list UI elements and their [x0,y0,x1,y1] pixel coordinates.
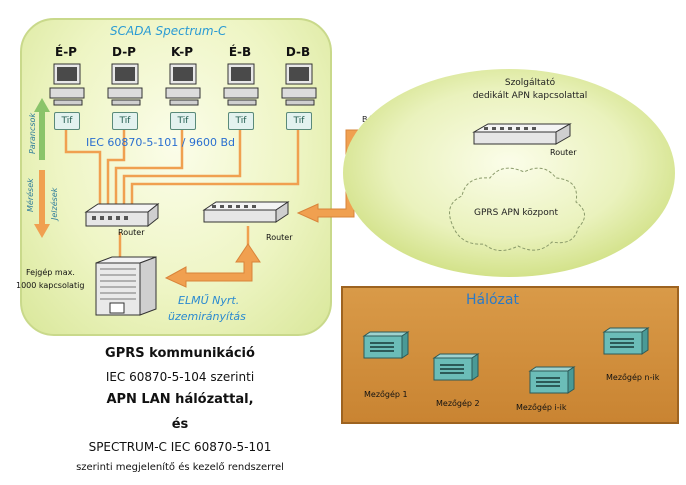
computer-icon [281,63,317,106]
workstation-label-1: É-P [55,45,77,59]
router-label: Router [266,233,293,242]
tif-interface: Tif [54,112,80,130]
field-device-label-2: Mezőgép 2 [436,399,480,408]
computer-icon [165,63,201,106]
field-device-label-3: Mezőgép i-ik [516,403,567,412]
server-icon [95,256,157,316]
provider-router-label: Router [550,148,577,157]
commands-label: Parancsok [28,112,37,154]
operator-label-line1: ELMŰ Nyrt. [178,294,240,307]
computer-icon [49,63,85,106]
network-title: Hálózat [466,292,519,308]
operator-label-line2: üzemirányítás [168,310,246,323]
router-icon [472,123,572,145]
caption-line-3: APN LAN hálózattal, [106,392,254,407]
router-icon [84,202,160,228]
signals-label: Jelzések [50,187,59,220]
workstation-label-4: É-B [228,45,252,59]
caption-line-5: SPECTRUM-C IEC 60870-5-101 [88,440,272,454]
field-device-icon [602,327,650,355]
router-icon [202,201,290,223]
field-device-label-1: Mezőgép 1 [364,390,408,399]
field-device-icon [432,353,480,381]
computer-icon [107,63,143,106]
workstation-label-2: D-P [112,45,136,59]
server-label-line1: Fejgép max. [26,268,75,277]
router-label: Router [118,228,145,237]
tif-interface: Tif [228,112,254,130]
field-device-label-4: Mezőgép n-ik [606,373,660,382]
computer-icon [223,63,259,106]
caption-line-4: és [171,417,189,432]
workstation-label-3: K-P [170,45,194,59]
caption-line-2: IEC 60870-5-104 szerinti [105,370,255,384]
provider-label-line1: Szolgáltató [504,78,556,88]
tif-interface: Tif [286,112,312,130]
measurements-label: Mérések [26,178,35,212]
tif-interface: Tif [112,112,138,130]
provider-label-line2: dedikált APN kapcsolattal [472,91,588,101]
scada-title: SCADA Spectrum-C [110,24,227,38]
workstation-label-5: D-B [285,45,311,59]
field-device-icon [362,331,410,359]
caption-line-1: GPRS kommunikáció [105,346,255,361]
apn-center-label: GPRS APN központ [474,208,558,218]
tif-interface: Tif [170,112,196,130]
caption-line-6: szerinti megjelenítő és kezelő rendszerr… [76,462,284,473]
field-device-icon [528,366,576,394]
protocol-label: IEC 60870-5-101 / 9600 Bd [86,136,236,149]
provider-zone [343,69,675,277]
server-label-line2: 1000 kapcsolatig [16,281,85,290]
